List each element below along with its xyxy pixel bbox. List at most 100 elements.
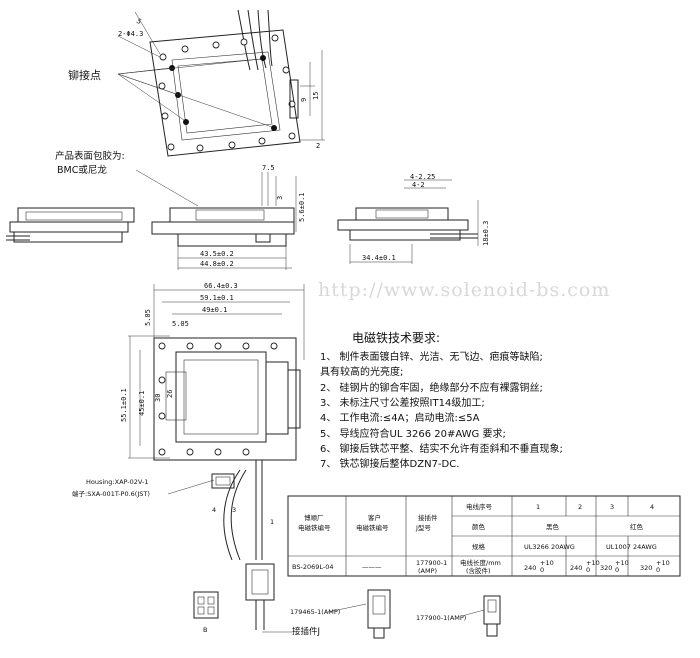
dim-3: 3 bbox=[276, 196, 284, 200]
top-dimension-lines bbox=[117, 11, 325, 141]
dim-7-5: 7.5 bbox=[262, 164, 275, 172]
th-n1: 1 bbox=[536, 503, 540, 511]
dim-49: 49±0.1 bbox=[202, 306, 227, 314]
dim-30: 30 bbox=[154, 394, 162, 402]
th-n2: 2 bbox=[578, 503, 582, 511]
housing-label: Housing:XAP-02V-1 bbox=[86, 478, 148, 486]
view-b bbox=[193, 591, 219, 619]
front-plate bbox=[153, 337, 297, 461]
th-plug-2: J型号 bbox=[415, 523, 431, 532]
wire-number-3: 3 bbox=[232, 506, 236, 514]
tech-item-7: 7、 铁芯铆接后整体DZN7-DC. bbox=[320, 457, 459, 470]
dim-4-2-25: 4-2.25 bbox=[410, 173, 435, 181]
cell-color-red: 红色 bbox=[630, 522, 644, 531]
part-177900-label: 177900-1(AMP) bbox=[416, 614, 466, 622]
cell-len-1: 240 bbox=[524, 564, 536, 572]
dim-18: 18±0.3 bbox=[482, 221, 490, 246]
view-b-label: B bbox=[203, 626, 207, 634]
cell-len-2-tol: +10 bbox=[586, 559, 600, 567]
cell-len-1-tol: +10 bbox=[540, 559, 554, 567]
th-spec: 规格 bbox=[472, 542, 486, 551]
dim-5-6: 5.6±0.1 bbox=[298, 192, 306, 222]
wire-table: 博顺厂 电磁铁编号 客户 电磁铁编号 接插件 J型号 电线序号 颜色 规格 电线… bbox=[287, 495, 681, 577]
th-n3: 3 bbox=[610, 503, 614, 511]
connector-j-label: 接插件J bbox=[292, 626, 320, 637]
th-customer-2: 电磁铁编号 bbox=[356, 523, 389, 532]
dim-66-4: 66.4±0.3 bbox=[204, 282, 238, 290]
part-177900-drawing bbox=[461, 595, 501, 637]
dim-45: 45±0.1 bbox=[138, 391, 146, 416]
front-bracket bbox=[265, 361, 289, 435]
wire-2 bbox=[223, 469, 241, 561]
cell-part-no: BS-2069L-04 bbox=[292, 563, 333, 571]
th-factory-2: 电磁铁编号 bbox=[298, 523, 331, 532]
dim-hole-dia: 2-Φ4.3 bbox=[118, 30, 143, 38]
cell-customer-no: ——— bbox=[362, 563, 382, 571]
tech-title: 电磁铁技术要求: bbox=[352, 330, 440, 345]
tech-requirements: 电磁铁技术要求: 1、 制件表面镀白锌、光洁、无飞边、疤痕等缺陷; 具有较高的光… bbox=[320, 330, 563, 470]
top-plate-outline bbox=[149, 29, 301, 157]
surface-note-leader bbox=[135, 169, 199, 207]
th-length-2: (含胶件) bbox=[466, 566, 491, 575]
connector-j bbox=[245, 563, 275, 601]
cell-plug-no: 177900-1 bbox=[416, 559, 447, 567]
rivet-dots bbox=[169, 55, 277, 131]
cell-len-1-tol2: 0 bbox=[540, 566, 544, 574]
top-bracket bbox=[289, 79, 299, 119]
cell-len-2-tol2: 0 bbox=[586, 566, 590, 574]
part-179465-label: 179465-1(AMP) bbox=[290, 608, 340, 616]
dim-43-5: 43.5±0.2 bbox=[200, 250, 234, 258]
rivet-points-label: 铆接点 bbox=[68, 68, 101, 82]
th-color: 颜色 bbox=[472, 522, 486, 531]
cell-len-3-tol: +10 bbox=[615, 559, 629, 567]
cell-spec-a: UL3266 20AWG bbox=[524, 543, 575, 551]
th-length: 电线长度/mm bbox=[460, 558, 501, 567]
top-coil-window bbox=[171, 51, 281, 141]
top-mounting-holes bbox=[158, 34, 296, 152]
th-customer: 客户 bbox=[368, 513, 381, 522]
surface-note-1: 产品表面包胶为: bbox=[55, 150, 125, 162]
th-plug: 接插件 bbox=[418, 513, 438, 522]
tech-item-5: 5、 导线应符合UL 3266 20#AWG 要求; bbox=[320, 427, 506, 440]
top-wire-1 bbox=[237, 9, 251, 71]
cell-spec-b: UL1007 24AWG bbox=[606, 543, 657, 551]
surface-note-2: BMC或尼龙 bbox=[57, 164, 107, 176]
tech-item-1b: 具有较高的光亮度; bbox=[320, 365, 403, 378]
th-factory: 博顺厂 bbox=[304, 513, 324, 522]
dim-2: 2 bbox=[316, 142, 320, 150]
dim-44-8: 44.8±0.2 bbox=[200, 260, 234, 268]
dim-5-05-a: 5.05 bbox=[144, 309, 152, 326]
tech-item-2: 2、 硅钢片的铆合牢固，绝缘部分不应有裸露铜丝; bbox=[320, 381, 543, 394]
tech-item-4: 4、 工作电流:≤4A；启动电流:≤5A bbox=[320, 411, 480, 424]
wire-number-1: 1 bbox=[270, 518, 274, 526]
dim-26: 26 bbox=[166, 390, 174, 398]
cell-plug-no-2: (AMP) bbox=[418, 567, 437, 575]
tech-item-6: 6、 铆接后铁芯平整、结实不允许有歪斜和不垂直现象; bbox=[320, 442, 563, 455]
wire-number-4: 4 bbox=[212, 506, 216, 514]
dim-5-05-b: 5.05 bbox=[172, 320, 189, 328]
terminal-label: 端子:SXA-001T-P0.6(JST) bbox=[72, 489, 150, 498]
front-coil bbox=[175, 351, 267, 443]
tech-item-3: 3、 未标注尺寸公差按照IT14级加工; bbox=[320, 396, 485, 409]
front-view: 66.4±0.3 59.1±0.1 49±0.1 5.05 5.05 55.1±… bbox=[120, 282, 305, 630]
top-view: 5 2-Φ4.3 9 15 2 bbox=[117, 9, 325, 157]
dim-59-1: 59.1±0.1 bbox=[200, 294, 234, 302]
th-wire-no: 电线序号 bbox=[466, 502, 493, 511]
dim-9: 9 bbox=[300, 98, 308, 102]
cell-len-2: 240 bbox=[570, 564, 582, 572]
cell-len-3-tol2: 0 bbox=[615, 566, 619, 574]
left-side-view bbox=[6, 207, 135, 243]
middle-side-view: 7.5 3 5.6±0.1 43.5±0.2 44.8±0.2 bbox=[151, 164, 306, 270]
cell-color-black: 黑色 bbox=[546, 522, 560, 531]
dim-4-2: 4-2 bbox=[412, 181, 425, 189]
th-n4: 4 bbox=[650, 503, 654, 511]
watermark: http://www.solenoid-bs.com bbox=[318, 279, 610, 301]
dim-55-1: 55.1±0.1 bbox=[120, 388, 128, 422]
dim-5: 5 bbox=[135, 17, 143, 26]
dim-34-4: 34.4±0.1 bbox=[362, 254, 396, 262]
cell-len-4: 320 bbox=[640, 564, 652, 572]
cell-len-4-tol2: 0 bbox=[656, 566, 660, 574]
tech-item-1: 1、 制件表面镀白锌、光洁、无飞边、疤痕等缺陷; bbox=[320, 350, 543, 363]
dim-15: 15 bbox=[312, 92, 320, 100]
